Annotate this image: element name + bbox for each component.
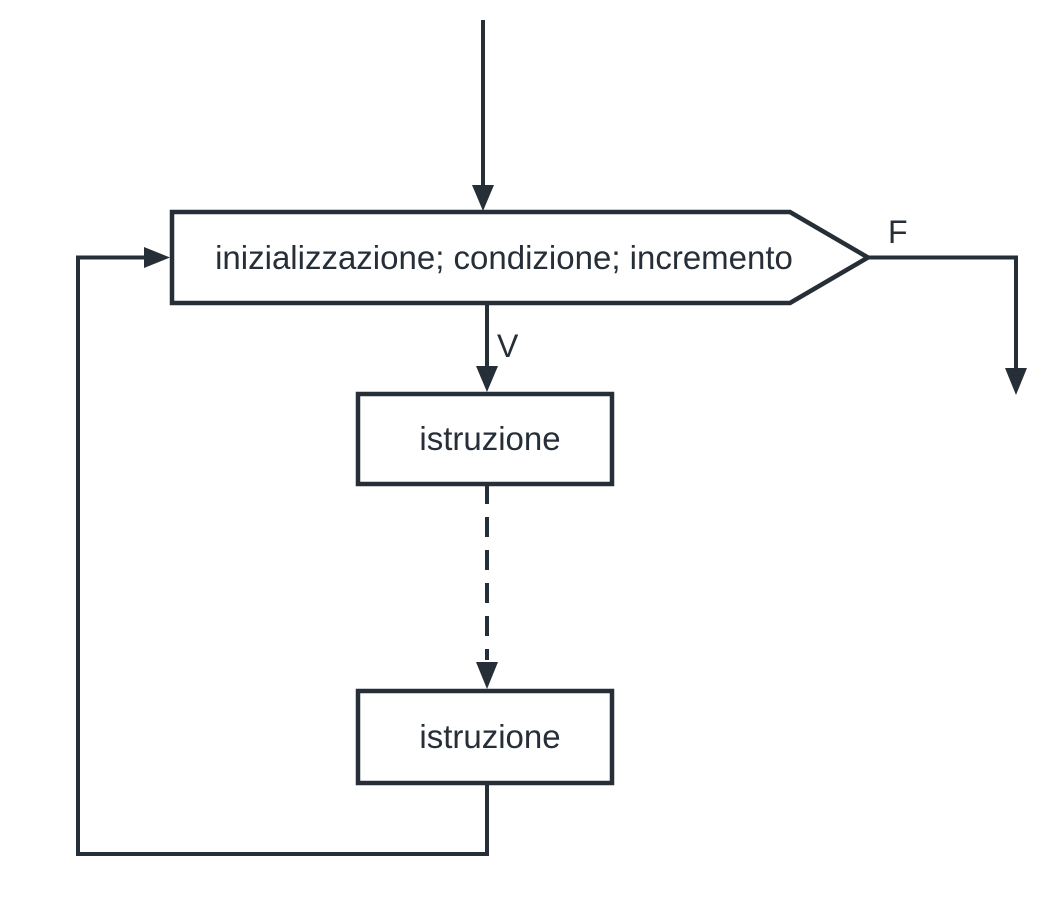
false-branch-connector-line	[868, 255, 1018, 369]
false-branch-arrowhead-icon	[1005, 368, 1027, 395]
instruction-box-2-label: istruzione	[419, 718, 560, 755]
false-branch-label: F	[888, 214, 908, 250]
for-condition-shape	[169, 209, 873, 306]
loop-back-arrowhead-icon	[144, 247, 170, 268]
instruction-box-1-label: istruzione	[419, 420, 560, 457]
for-condition-label: inizializzazione; condizione; incremento	[215, 239, 793, 276]
entry-arrowhead-icon	[472, 185, 494, 211]
true-branch-label: V	[497, 328, 519, 364]
instruction-box-1	[355, 391, 615, 487]
true-branch-arrowhead-icon	[476, 366, 498, 392]
dashed-connector-arrowhead-icon	[476, 662, 498, 689]
loop-back-connector-line	[76, 255, 489, 856]
